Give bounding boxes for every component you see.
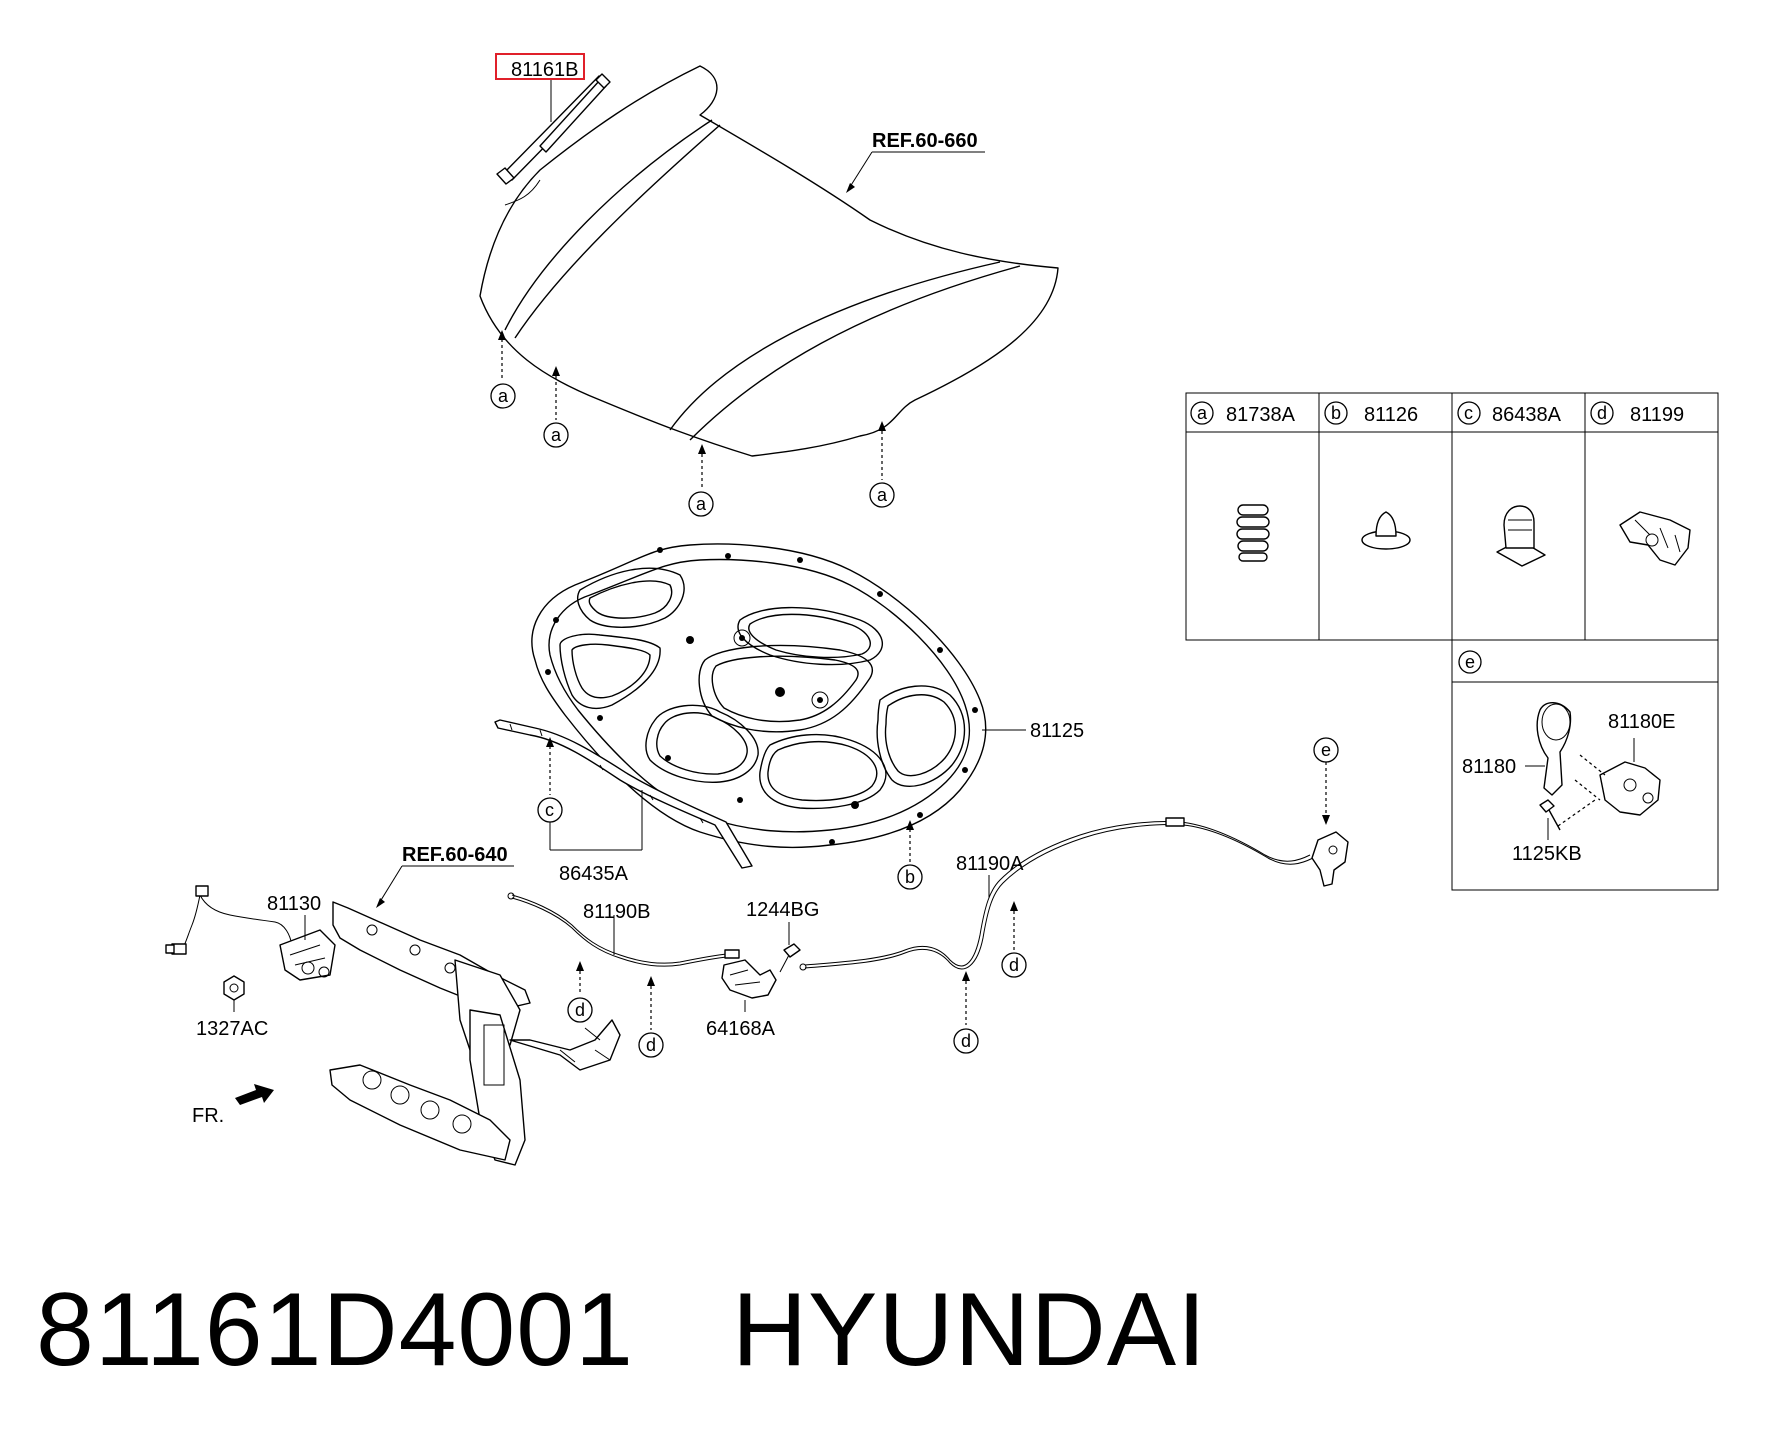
label-nut: 1327AC	[196, 1018, 268, 1040]
label-cable-a: 81190A	[956, 853, 1024, 875]
svg-text:81180E: 81180E	[1608, 711, 1675, 733]
svg-text:86438A: 86438A	[1492, 404, 1562, 426]
label-strut: 81161B	[511, 59, 578, 81]
screw-icon	[1539, 799, 1596, 831]
ref-panel-label: REF.60-640	[402, 844, 508, 866]
legend-cell-a: a 81738A	[1190, 401, 1296, 562]
release-cable-a: 81190A d d e	[799, 737, 1349, 1054]
release-handle-icon	[1536, 702, 1572, 796]
hood-clip-callouts: a a a a	[490, 330, 895, 517]
legend-cell-b: b 81126	[1324, 401, 1418, 550]
label-bolt: 1244BG	[746, 899, 819, 921]
svg-text:d: d	[961, 1031, 971, 1051]
svg-text:e: e	[1465, 652, 1475, 672]
svg-text:81126: 81126	[1364, 404, 1418, 426]
svg-text:d: d	[1597, 403, 1607, 423]
svg-text:d: d	[575, 1000, 585, 1020]
ref-hood-label: REF.60-660	[872, 130, 978, 152]
push-clip-icon	[1361, 511, 1411, 550]
svg-text:d: d	[1009, 955, 1019, 975]
svg-text:1125KB: 1125KB	[1512, 843, 1582, 865]
legend-table: a 81738A b 81126 c 86438A	[1185, 392, 1719, 891]
legend-cell-c: c 86438A	[1457, 401, 1562, 567]
seal-clip-icon	[1496, 505, 1546, 567]
svg-text:d: d	[646, 1035, 656, 1055]
label-bracket: 64168A	[706, 1018, 776, 1040]
cable-clip-icon	[1619, 511, 1691, 566]
callout-b: b	[897, 820, 923, 890]
label-seal: 86435A	[559, 863, 629, 885]
svg-text:a: a	[696, 494, 707, 514]
svg-text:c: c	[545, 800, 554, 820]
hood-insulator-pad: 81125	[531, 543, 1084, 849]
radiator-support-panel: REF.60-640	[329, 844, 621, 1166]
label-insulator: 81125	[1030, 720, 1084, 742]
release-cable-b: 81190B d d	[507, 892, 740, 1058]
svg-text:a: a	[551, 425, 562, 445]
hood-latch-assembly: 81130 1327AC	[165, 885, 336, 1040]
svg-text:c: c	[1464, 403, 1473, 423]
front-direction-indicator: FR.	[192, 1084, 274, 1127]
svg-text:81180: 81180	[1462, 756, 1516, 778]
legend-cell-e: e 81180E 81180 1125KB	[1458, 650, 1675, 865]
label-cable-b: 81190B	[583, 901, 650, 923]
svg-text:e: e	[1321, 740, 1331, 760]
svg-text:b: b	[905, 867, 915, 887]
brand-name: HYUNDAI	[731, 1272, 1208, 1388]
hood-seal-strip: c 86435A	[494, 719, 753, 885]
release-lever-icon	[1574, 754, 1661, 816]
svg-text:a: a	[1197, 403, 1208, 423]
part-number: 81161D4001	[36, 1272, 634, 1388]
svg-text:a: a	[498, 386, 509, 406]
svg-text:81199: 81199	[1630, 404, 1684, 426]
label-latch: 81130	[267, 893, 321, 915]
svg-text:b: b	[1331, 403, 1341, 423]
legend-cell-d: d 81199	[1590, 401, 1691, 566]
highlight-box	[495, 53, 585, 80]
bumper-stop-icon	[1236, 504, 1270, 562]
svg-text:81738A: 81738A	[1226, 404, 1296, 426]
cable-bracket-assembly: 1244BG 64168A	[706, 899, 819, 1040]
hood-lift-strut: 81161B	[495, 53, 611, 185]
hood-panel: REF.60-660	[479, 65, 1059, 457]
front-label: FR.	[192, 1105, 224, 1127]
svg-text:a: a	[877, 485, 888, 505]
